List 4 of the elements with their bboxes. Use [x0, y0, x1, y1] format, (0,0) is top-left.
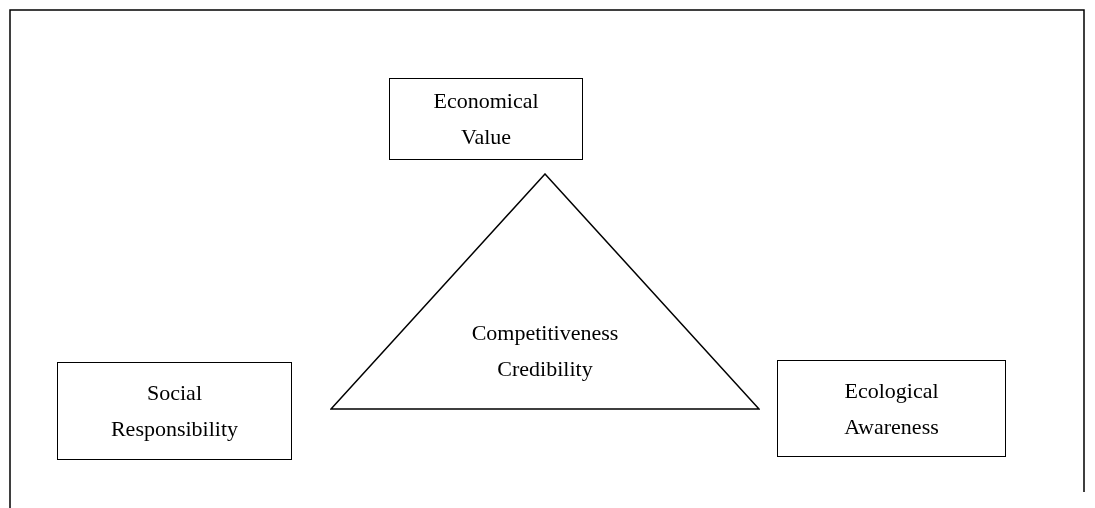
box-label: Social Responsibility	[109, 379, 240, 443]
triangle-label: Competitiveness Credibility	[470, 319, 620, 383]
box-label: Ecological Awareness	[843, 376, 940, 441]
box-label: Economical Value	[432, 87, 540, 151]
